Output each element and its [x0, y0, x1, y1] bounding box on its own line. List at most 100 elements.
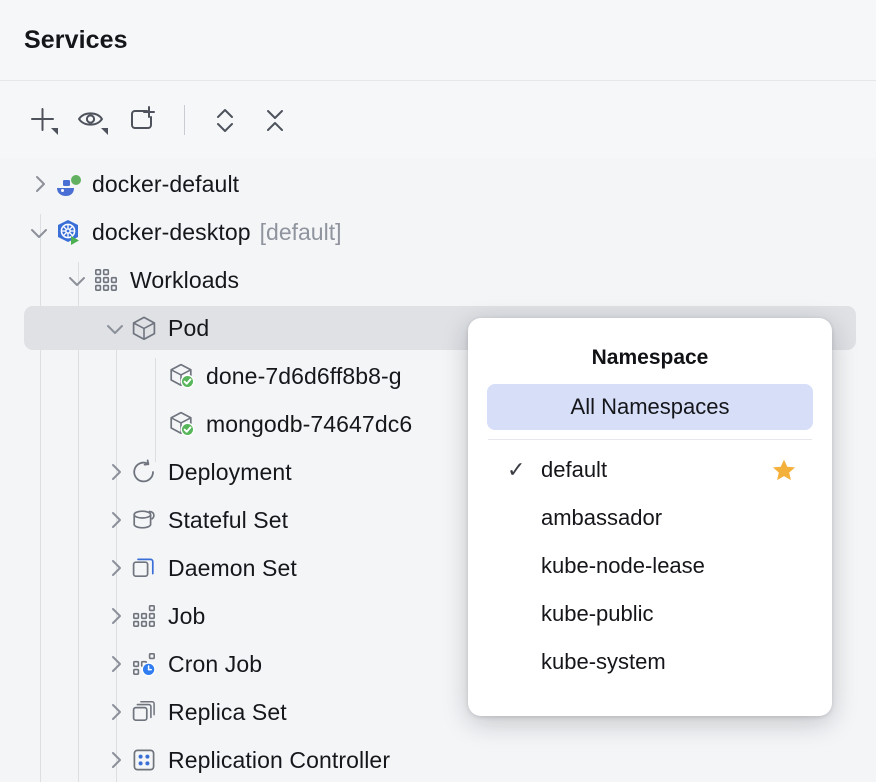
- expand-collapse-button[interactable]: [203, 98, 247, 142]
- collapse-all-button[interactable]: [253, 98, 297, 142]
- indent-guide: [155, 358, 156, 462]
- docker-whale-icon: [54, 170, 82, 198]
- tree-node-cron-job[interactable]: Cron Job: [0, 640, 876, 688]
- view-options-button[interactable]: [72, 98, 116, 142]
- tree-node-label-suffix: [default]: [259, 218, 342, 245]
- collapse-all-icon: [267, 109, 283, 131]
- namespace-item-kube-public[interactable]: kube-public: [487, 591, 813, 637]
- deployment-refresh-icon: [130, 458, 158, 486]
- tree-expander[interactable]: [62, 265, 92, 295]
- workloads-grid-icon: [92, 266, 120, 294]
- chevron-right-icon: [112, 704, 121, 720]
- tree-expander[interactable]: [100, 313, 130, 343]
- tree-expander[interactable]: [100, 457, 130, 487]
- cube-icon: [132, 316, 156, 341]
- toolbar-divider: [184, 104, 185, 135]
- tree-node-label: Cron Job: [168, 650, 263, 677]
- replica-set-layers-icon: [132, 700, 155, 722]
- indent-guide: [78, 262, 79, 782]
- eye-with-dropdown-icon: [78, 111, 108, 135]
- tree-node-docker-default[interactable]: docker-default: [0, 160, 876, 208]
- tree-node-label: Deployment: [168, 458, 292, 485]
- tree-node-deployment[interactable]: Deployment: [0, 448, 876, 496]
- tree-expander[interactable]: [100, 505, 130, 535]
- page-title: Services: [24, 25, 128, 54]
- cron-job-clock-icon: [130, 650, 158, 678]
- chevron-right-icon: [112, 656, 121, 672]
- stateful-set-db-icon: [133, 510, 155, 529]
- workloads-grid-icon: [94, 268, 118, 292]
- chevron-up-down-icon: [217, 108, 233, 132]
- namespace-item-all[interactable]: All Namespaces: [487, 384, 813, 430]
- tree-node-daemon-set[interactable]: Daemon Set: [0, 544, 876, 592]
- tree-expander[interactable]: [100, 697, 130, 727]
- chevron-down-icon: [31, 229, 47, 238]
- indent-guide: [116, 310, 117, 782]
- stateful-set-db-icon: [130, 506, 158, 534]
- tree-node-label: docker-desktop: [92, 218, 251, 245]
- tree-node-label: docker-default: [92, 170, 240, 197]
- namespace-item-default[interactable]: ✓ default: [487, 447, 813, 493]
- namespace-item-label: kube-public: [541, 601, 654, 626]
- replication-controller-icon: [133, 749, 155, 771]
- tree-expander[interactable]: [24, 169, 54, 199]
- namespace-item-label: kube-system: [541, 649, 666, 674]
- daemon-set-layers-icon: [132, 558, 154, 578]
- namespace-popup: Namespace All Namespaces ✓ default ambassa…: [468, 318, 832, 716]
- star-glyph: [772, 459, 796, 481]
- tree-node-stateful-set[interactable]: Stateful Set: [0, 496, 876, 544]
- tree-node-pod-mongodb[interactable]: mongodb-74647dc6: [0, 400, 876, 448]
- cube-running-icon: [170, 411, 195, 437]
- job-grid-icon: [130, 602, 158, 630]
- tree-node-label: Replication Controller: [168, 746, 391, 773]
- namespace-item-label: default: [541, 457, 608, 482]
- new-service-button[interactable]: [122, 98, 166, 142]
- tree-expander[interactable]: [100, 649, 130, 679]
- tree-node-label: Workloads: [130, 266, 240, 293]
- tree-expander[interactable]: [100, 553, 130, 583]
- tree-node-label: Daemon Set: [168, 554, 297, 581]
- tree-node-replication-controller[interactable]: Replication Controller: [0, 736, 876, 782]
- tree-node-pod-done[interactable]: done-7d6d6ff8b8-g: [0, 352, 876, 400]
- replica-set-layers-icon: [130, 698, 158, 726]
- namespace-item-kube-node-lease[interactable]: kube-node-lease: [487, 543, 813, 589]
- chevron-right-icon: [112, 512, 121, 528]
- kubernetes-icon: [58, 220, 79, 245]
- check-icon: ✓: [507, 457, 526, 482]
- namespace-item-kube-system[interactable]: kube-system: [487, 639, 813, 685]
- tree-node-label: Replica Set: [168, 698, 287, 725]
- tree-node-label: Stateful Set: [168, 506, 289, 533]
- favorite-star-icon[interactable]: [771, 457, 797, 483]
- namespace-item-label: kube-node-lease: [541, 553, 705, 578]
- add-frame-icon: [131, 105, 155, 129]
- docker-whale-icon: [57, 175, 81, 196]
- services-toolbar: [0, 81, 876, 158]
- indent-guide: [40, 214, 41, 782]
- tree-expander[interactable]: [24, 217, 54, 247]
- tree-expander[interactable]: [100, 601, 130, 631]
- daemon-set-layers-icon: [130, 554, 158, 582]
- cron-job-clock-icon: [132, 652, 156, 677]
- chevron-down-icon: [107, 325, 123, 334]
- cube-running-icon: [168, 362, 196, 390]
- tree-node-label: done-7d6d6ff8b8-g: [206, 362, 402, 389]
- chevron-right-icon: [112, 464, 121, 480]
- namespace-item-label: All Namespaces: [570, 394, 730, 419]
- namespace-item-label: ambassador: [541, 505, 663, 530]
- cube-icon: [130, 314, 158, 342]
- namespace-item-ambassador[interactable]: ambassador: [487, 495, 813, 541]
- services-tool-header: Services: [0, 0, 876, 81]
- tree-node-workloads[interactable]: Workloads: [0, 256, 876, 304]
- tree-node-docker-desktop[interactable]: docker-desktop [default]: [0, 208, 876, 256]
- chevron-right-icon: [36, 176, 45, 192]
- deployment-refresh-icon: [133, 459, 154, 483]
- tree-node-label: Pod: [168, 314, 210, 341]
- tree-expander[interactable]: [100, 745, 130, 775]
- namespace-popup-title: Namespace: [591, 346, 709, 369]
- tree-node-job[interactable]: Job: [0, 592, 876, 640]
- kubernetes-icon: [54, 218, 82, 246]
- cube-running-icon: [168, 410, 196, 438]
- add-service-button[interactable]: [22, 98, 66, 142]
- chevron-right-icon: [112, 560, 121, 576]
- tree-node-replica-set[interactable]: Replica Set: [0, 688, 876, 736]
